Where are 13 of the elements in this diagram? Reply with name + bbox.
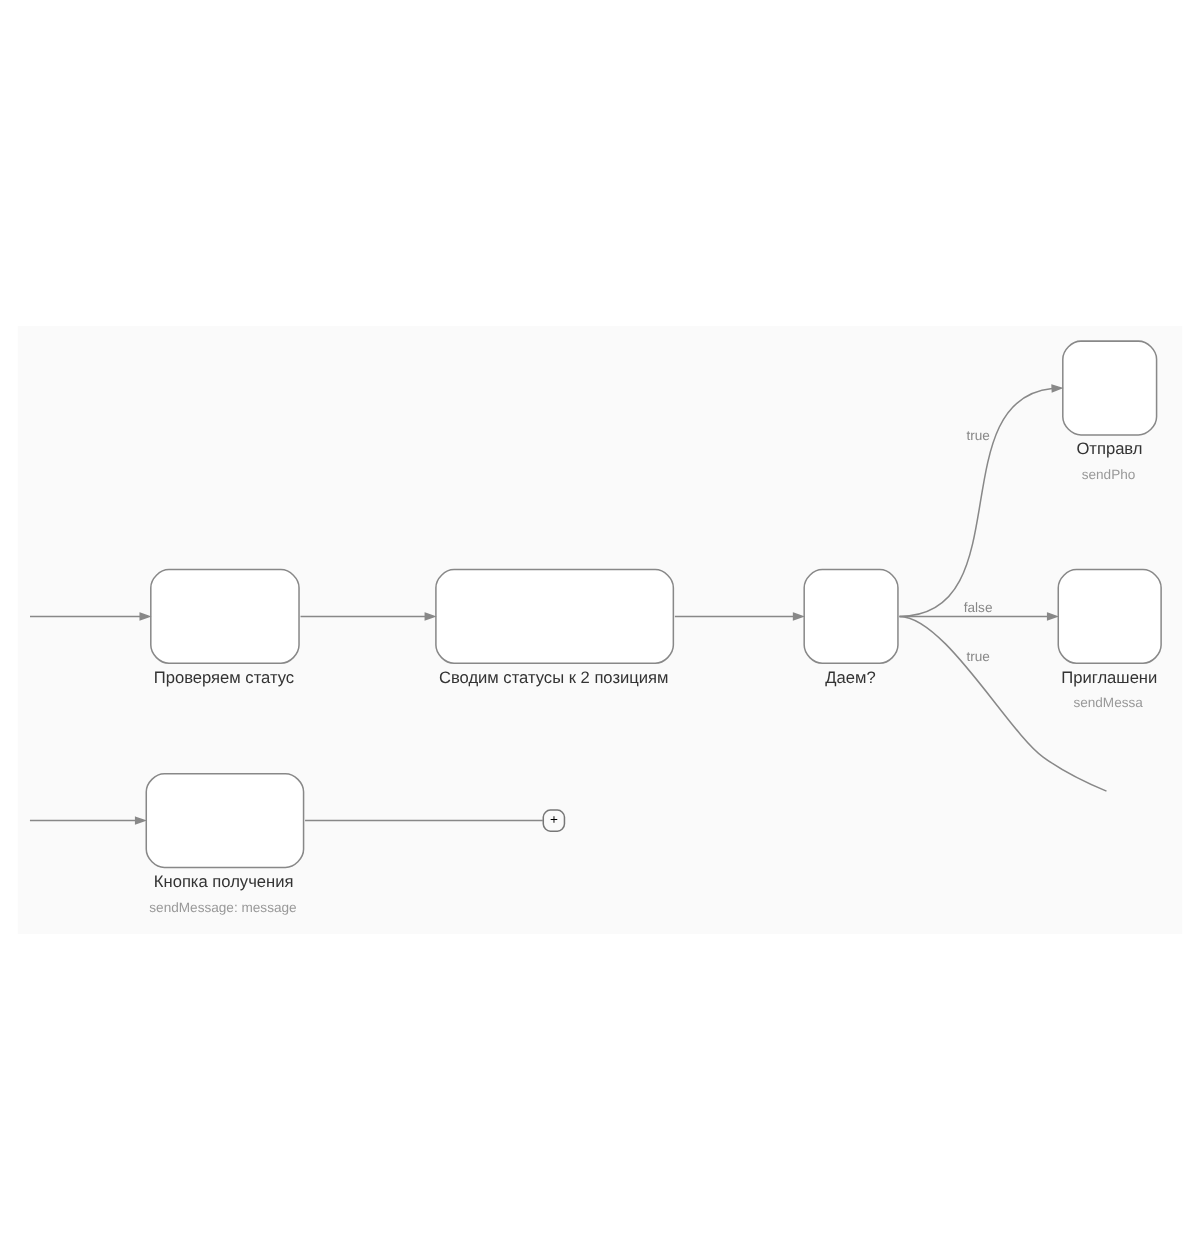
- connector: [898, 615, 1108, 792]
- node-label: Сводим статусы к 2 позициям: [438, 666, 669, 687]
- node-label: Приглашени: [1061, 666, 1158, 687]
- connector: [304, 819, 544, 822]
- arrow: [898, 384, 1064, 618]
- node-label: Даем?: [825, 666, 876, 687]
- arrow: [29, 612, 152, 621]
- arrow: [674, 612, 805, 621]
- node-label: Отправл: [1076, 438, 1143, 459]
- arrow: [299, 612, 437, 621]
- arrow: [29, 816, 148, 825]
- node-label: Проверяем статус: [153, 666, 295, 687]
- node-label: Кнопка получения: [153, 870, 294, 891]
